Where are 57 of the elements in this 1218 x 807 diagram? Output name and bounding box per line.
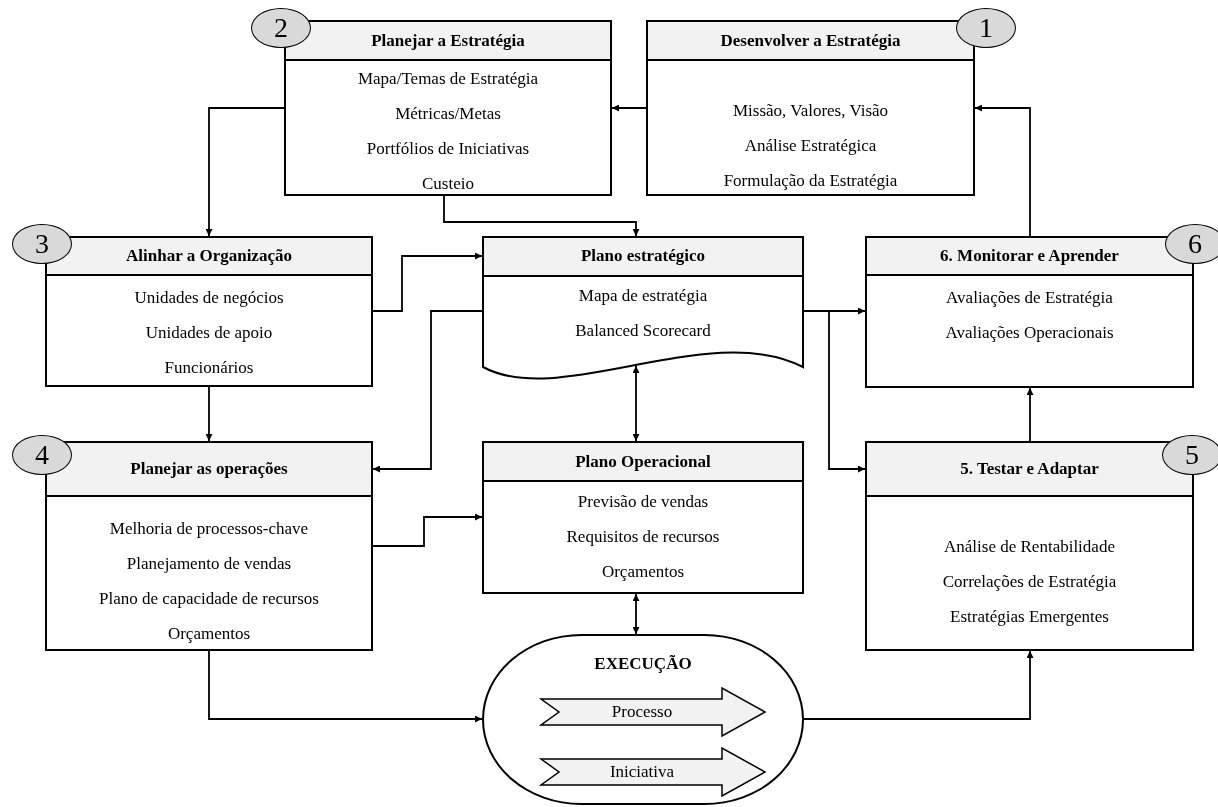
list-item: Planejamento de vendas — [126, 553, 292, 575]
list-item: Previsão de vendas — [577, 491, 709, 513]
list-item: Missão, Valores, Visão — [732, 100, 889, 122]
list-item: Requisitos de recursos — [566, 526, 720, 548]
list-item: Mapa/Temas de Estratégia — [357, 68, 539, 90]
list-item: Avaliações Operacionais — [945, 322, 1114, 344]
connector-arrow — [803, 650, 1034, 720]
step-number-badge: 2 — [251, 8, 311, 48]
list-item: Balanced Scorecard — [575, 320, 711, 342]
list-item: Formulação da Estratégia — [723, 170, 898, 192]
connector-arrow — [372, 310, 483, 473]
list-item: Mapa de estratégia — [578, 285, 708, 307]
list-item: Métricas/Metas — [395, 103, 501, 125]
box-heading: 6. Monitorar e Aprender — [940, 246, 1119, 266]
connector-arrow — [611, 104, 647, 112]
chevron-arrow: Processo — [540, 687, 766, 737]
box-heading: 5. Testar e Adaptar — [960, 459, 1099, 479]
list-item: Análise de Rentabilidade — [944, 536, 1115, 558]
connector-arrow — [974, 104, 1031, 237]
connector-arrow — [632, 365, 640, 442]
connector-arrow — [205, 107, 285, 237]
list-item: Plano de capacidade de recursos — [99, 588, 319, 610]
list-item: Orçamentos — [167, 623, 251, 645]
step-number-badge: 3 — [12, 224, 72, 264]
process-box — [646, 20, 975, 196]
list-item: Custeio — [422, 173, 474, 195]
list-item: Funcionários — [164, 357, 254, 379]
connector-arrow — [208, 650, 483, 723]
connector-arrow — [372, 513, 483, 547]
list-item: Estratégias Emergentes — [950, 606, 1109, 628]
box-heading: Alinhar a Organização — [126, 246, 292, 266]
list-item: Melhoria de processos-chave — [109, 518, 309, 540]
connector-arrow — [205, 386, 213, 442]
box-heading: Desenvolver a Estratégia — [720, 30, 901, 51]
connector-arrow — [372, 252, 483, 312]
connector-arrow — [803, 310, 866, 473]
connector-arrow — [443, 195, 640, 237]
box-heading: Plano estratégico — [580, 246, 706, 266]
connector-arrow — [1026, 387, 1034, 442]
chevron-arrow: Iniciativa — [540, 747, 766, 797]
step-number-badge: 6 — [1165, 224, 1218, 264]
process-box — [482, 441, 804, 594]
list-item: Portfólios de Iniciativas — [366, 138, 530, 160]
connector-arrow — [632, 593, 640, 635]
terminal-heading: EXECUÇÃO — [593, 654, 693, 674]
list-item: Orçamentos — [601, 561, 685, 583]
box-heading: Plano Operacional — [575, 451, 711, 472]
list-item: Unidades de apoio — [145, 322, 273, 344]
list-item: Avaliações de Estratégia — [946, 287, 1113, 309]
step-number-badge: 5 — [1162, 435, 1218, 475]
step-number-badge: 4 — [12, 435, 72, 475]
box-heading: Planejar a Estratégia — [371, 30, 525, 51]
list-item: Correlações de Estratégia — [942, 571, 1117, 593]
step-number-badge: 1 — [956, 8, 1016, 48]
list-item: Análise Estratégica — [744, 135, 877, 157]
box-heading: Planejar as operações — [130, 459, 288, 479]
list-item: Unidades de negócios — [134, 287, 284, 309]
